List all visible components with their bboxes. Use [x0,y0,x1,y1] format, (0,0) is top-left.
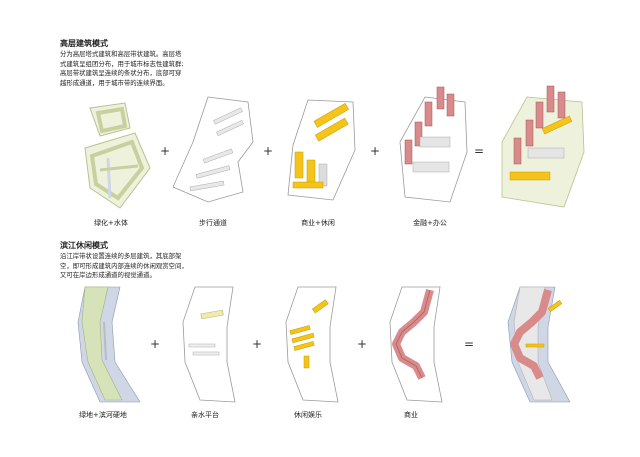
label-finance-office: 金融+办公 [413,219,447,227]
waterfront-platform-diagram [182,286,236,403]
section1-desc-line: 越形成通道，用于城市带的连续界面。 [60,78,169,87]
section1-desc-line: 式建筑呈组团分布，用于城市标志性建筑群; [60,59,184,68]
walkway-diagram [172,96,254,203]
label-commerce-leisure: 商业+休闲 [301,219,335,227]
composite-diagram [501,85,585,208]
section2-desc-line: 空，即可形成建筑内部连续的休闲观赏空间， [60,261,188,270]
section2-title: 滨江休闲模式 [60,241,108,250]
green-water-diagram [84,102,151,209]
leisure-entertainment-diagram [285,286,339,403]
plus-operator: + [160,144,171,158]
commerce-leisure-diagram [287,99,356,201]
section2-desc-line: 沿江岸带状设置连续的多层建筑，其底部架 [60,252,182,260]
label-green-water: 绿化+水体 [94,219,128,227]
section1-desc-line: 高层带状建筑呈连续的条状分布，底部可穿 [60,69,182,77]
label-commerce: 商业 [404,411,418,419]
plus-operator: + [357,337,368,351]
plus-operator: + [370,144,381,158]
plus-operator: + [263,144,274,158]
label-walkway: 步行通道 [199,219,227,227]
green-waterfront-diagram [77,286,141,403]
plus-operator: + [252,337,263,351]
label-green-waterfront: 绿地+滨河硬地 [79,411,127,419]
section2-description: 沿江岸带状设置连续的多层建筑，其底部架 空，即可形成建筑内部连续的休闲观赏空间，… [60,252,235,281]
section2-desc-line: 又可在岸边形成通道的视觉通道。 [60,271,156,279]
section1-desc-line: 分为高层塔式建筑和高层带状建筑。高层塔 [60,50,182,58]
section1-title: 高层建筑模式 [60,39,108,48]
label-waterfront-platform: 亲水平台 [191,411,219,419]
label-leisure-entertainment: 休闲娱乐 [294,411,322,419]
plus-operator: + [150,337,161,351]
equals-operator: = [474,144,485,158]
composite-waterfront-diagram [507,286,571,403]
commerce-diagram [389,286,443,403]
equals-operator: = [464,337,475,351]
finance-office-diagram [399,86,468,203]
section1-description: 分为高层塔式建筑和高层带状建筑。高层塔 式建筑呈组团分布，用于城市标志性建筑群;… [60,50,235,88]
